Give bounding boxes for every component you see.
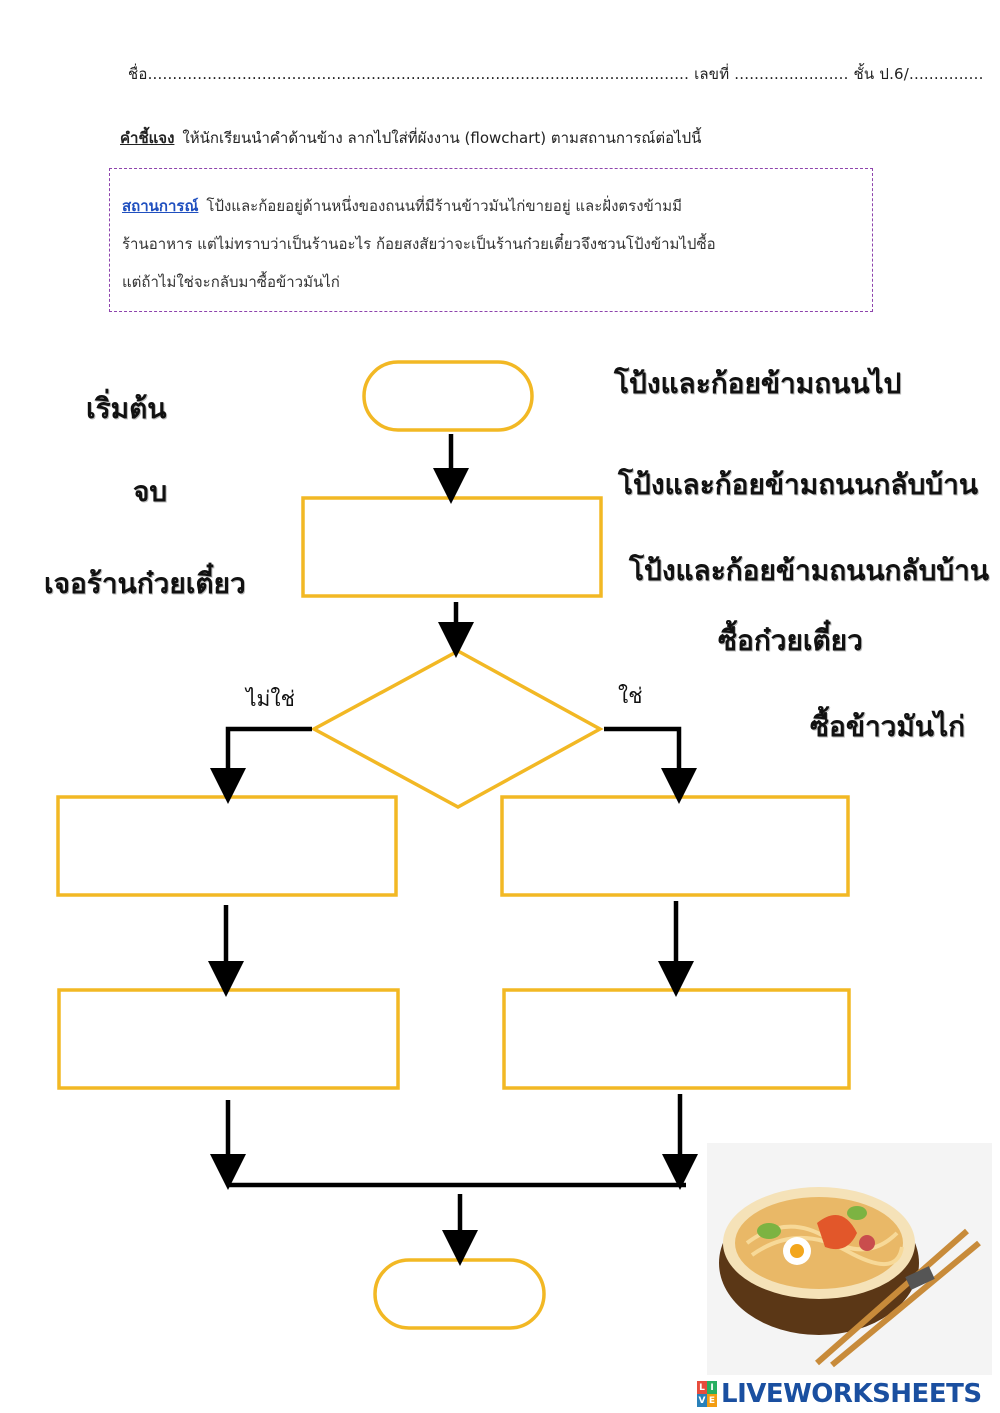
drag-word-buy-chicken-rice[interactable]: ซื้อข้าวมันไก่	[810, 710, 966, 743]
arrow-decision-no	[210, 726, 312, 804]
scenario-line-3: แต่ถ้าไม่ใช่จะกลับมาซื้อข้าวมันไก่	[122, 273, 340, 291]
no-branch-box-1-dropzone[interactable]	[56, 795, 398, 897]
logo-text: LIVEWORKSHEETS	[721, 1379, 982, 1409]
instructions-label: คำชี้แจง	[120, 129, 175, 147]
logo-badge-letter: I	[707, 1381, 717, 1394]
logo-badge-letter: L	[697, 1381, 707, 1394]
arrow-decision-yes	[604, 726, 697, 804]
drag-word-buy-noodles[interactable]: ซื้อก๋วยเตี๋ยว	[718, 624, 863, 657]
scenario-text-1: โป้งและก้อยอยู่ด้านหนึ่งของถนนที่มีร้านข…	[206, 197, 682, 215]
yes-branch-label: ใช่	[618, 684, 643, 708]
start-terminal-dropzone[interactable]	[362, 360, 534, 432]
drag-word-start[interactable]: เริ่มต้น	[86, 392, 167, 425]
end-terminal-dropzone[interactable]	[373, 1258, 546, 1330]
noodle-bowl-illustration	[707, 1143, 992, 1375]
liveworksheets-logo: L I V E LIVEWORKSHEETS	[697, 1378, 982, 1410]
no-branch-label: ไม่ใช่	[246, 687, 295, 711]
scenario-label: สถานการณ์	[122, 197, 199, 215]
drag-word-found-noodle-shop[interactable]: เจอร้านก๋วยเตี๋ยว	[44, 567, 246, 600]
scenario-line-1: สถานการณ์ โป้งและก้อยอยู่ด้านหนึ่งของถนนท…	[122, 187, 860, 225]
drag-word-cross-road-go[interactable]: โป้งและก้อยข้ามถนนไป	[614, 367, 902, 400]
drag-word-cross-road-return-1[interactable]: โป้งและก้อยข้ามถนนกลับบ้าน	[618, 468, 978, 501]
drag-word-cross-road-return-2[interactable]: โป้งและก้อยข้ามถนนกลับบ้าน	[629, 554, 989, 587]
logo-badge-letter: V	[697, 1394, 707, 1407]
yes-branch-box-2-dropzone[interactable]	[502, 988, 851, 1090]
yes-branch-box-1-dropzone[interactable]	[500, 795, 850, 897]
noodle-bowl-icon	[719, 1187, 981, 1368]
process-box-1-dropzone[interactable]	[301, 496, 603, 598]
logo-badge-icon: L I V E	[697, 1381, 717, 1407]
decision-diamond-dropzone[interactable]	[310, 649, 604, 809]
no-branch-box-2-dropzone[interactable]	[57, 988, 400, 1090]
instructions: คำชี้แจง ให้นักเรียนนำคำด้านข้าง ลากไปใส่…	[120, 126, 701, 150]
student-info-line: ชื่อ....................................…	[128, 65, 984, 83]
scenario-box: สถานการณ์ โป้งและก้อยอยู่ด้านหนึ่งของถนนท…	[109, 168, 873, 312]
drag-word-end[interactable]: จบ	[133, 475, 168, 508]
logo-badge-letter: E	[707, 1394, 717, 1407]
scenario-line-2: ร้านอาหาร แต่ไม่ทราบว่าเป็นร้านอะไร ก้อย…	[122, 235, 716, 253]
instructions-text: ให้นักเรียนนำคำด้านข้าง ลากไปใส่ที่ผังงา…	[182, 129, 702, 147]
